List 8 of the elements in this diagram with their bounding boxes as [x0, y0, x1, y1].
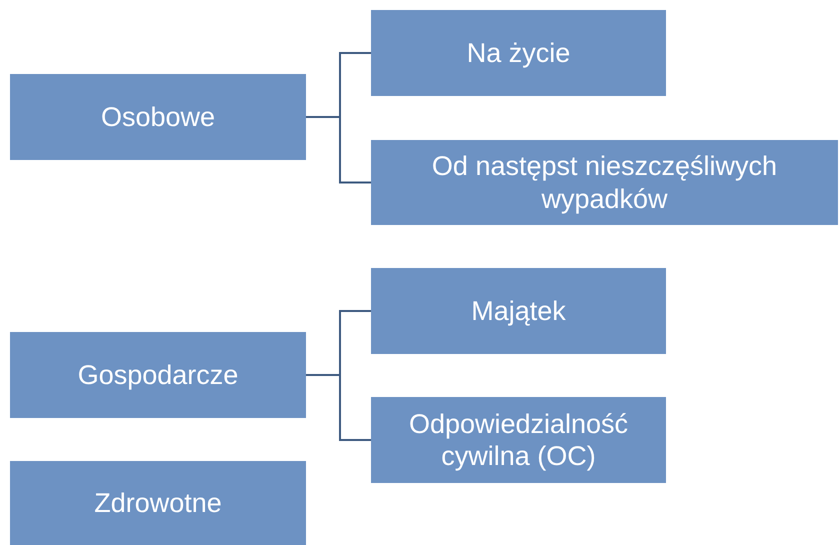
category-box: Zdrowotne	[10, 461, 306, 545]
category-box: Od następst nieszczęśliwych wypadków	[371, 140, 838, 225]
category-box: Majątek	[371, 268, 666, 354]
category-box: Na życie	[371, 10, 666, 96]
connector-line	[306, 116, 371, 184]
category-box: Osobowe	[10, 74, 306, 160]
category-box: Odpowiedzialność cywilna (OC)	[371, 397, 666, 483]
category-box: Gospodarcze	[10, 332, 306, 418]
